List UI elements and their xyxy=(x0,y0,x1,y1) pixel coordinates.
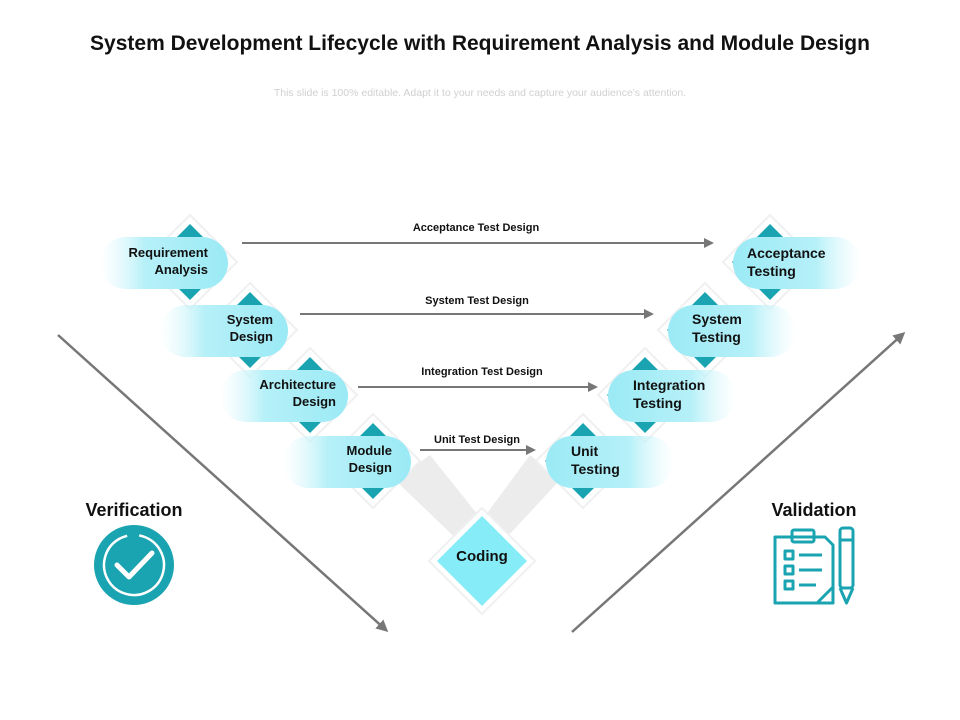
arrow-label-system-test-design: System Test Design xyxy=(425,295,529,307)
verification-arrow xyxy=(57,334,389,633)
arrow-label-integration-test-design: Integration Test Design xyxy=(421,366,543,378)
coding-shape xyxy=(427,506,537,616)
stage-label-line2: Analysis xyxy=(154,261,208,277)
stage-label-line2: Design xyxy=(348,459,392,475)
check-circle-icon xyxy=(94,525,174,605)
stage-system-design-shape xyxy=(160,281,299,379)
stage-integration-testing: Integration Testing xyxy=(633,376,743,412)
v-band xyxy=(395,455,560,550)
stage-unit-testing: Unit Testing xyxy=(571,442,681,478)
stage-system-testing: System Testing xyxy=(692,310,802,346)
stage-label-line1: Acceptance xyxy=(747,245,826,261)
stage-architecture-design: Architecture Design xyxy=(216,377,336,411)
stage-system-design: System Design xyxy=(153,312,273,346)
stage-label-line2: Testing xyxy=(571,461,620,478)
coding-label: Coding xyxy=(456,548,508,565)
validation-label: Validation xyxy=(771,500,857,520)
stage-label-line1: Requirement xyxy=(128,245,208,260)
stage-label-line1: Architecture xyxy=(259,377,336,392)
stage-label-line1: Integration xyxy=(633,377,706,393)
arrow-label-acceptance-test-design: Acceptance Test Design xyxy=(412,222,540,234)
stage-unit-testing-shape xyxy=(534,412,674,510)
stage-module-design: Module Design xyxy=(272,443,393,477)
stage-requirement-analysis: Requirement Analysis xyxy=(88,245,208,279)
validation-arrow xyxy=(571,331,906,633)
stage-architecture-design-shape xyxy=(220,346,359,444)
stage-label-line1: Module xyxy=(346,443,393,458)
stage-requirement-analysis-shape xyxy=(100,213,239,311)
stage-acceptance-testing-shape xyxy=(721,213,861,311)
stage-label-line1: Unit xyxy=(571,443,599,459)
stage-label-line1: System xyxy=(226,312,273,327)
stage-label-line2: Testing xyxy=(747,263,796,280)
stage-acceptance-testing: Acceptance Testing xyxy=(747,244,867,280)
stage-label-line2: Testing xyxy=(633,395,682,412)
slide-subtitle: This slide is 100% editable. Adapt it to… xyxy=(273,87,687,99)
stage-system-testing-shape xyxy=(656,281,796,379)
clipboard-checklist-icon xyxy=(773,526,855,605)
arrow-label-unit-test-design: Unit Test Design xyxy=(434,434,520,446)
stage-integration-testing-shape xyxy=(596,346,736,444)
stage-label-line2: Testing xyxy=(692,329,741,346)
stage-module-design-shape xyxy=(283,412,422,510)
stage-label-line2: Design xyxy=(292,393,336,409)
stage-label-line2: Design xyxy=(229,328,273,344)
stage-label-line1: System xyxy=(692,311,742,327)
verification-label: Verification xyxy=(85,500,183,520)
slide-title: System Development Lifecycle with Requir… xyxy=(90,32,870,55)
